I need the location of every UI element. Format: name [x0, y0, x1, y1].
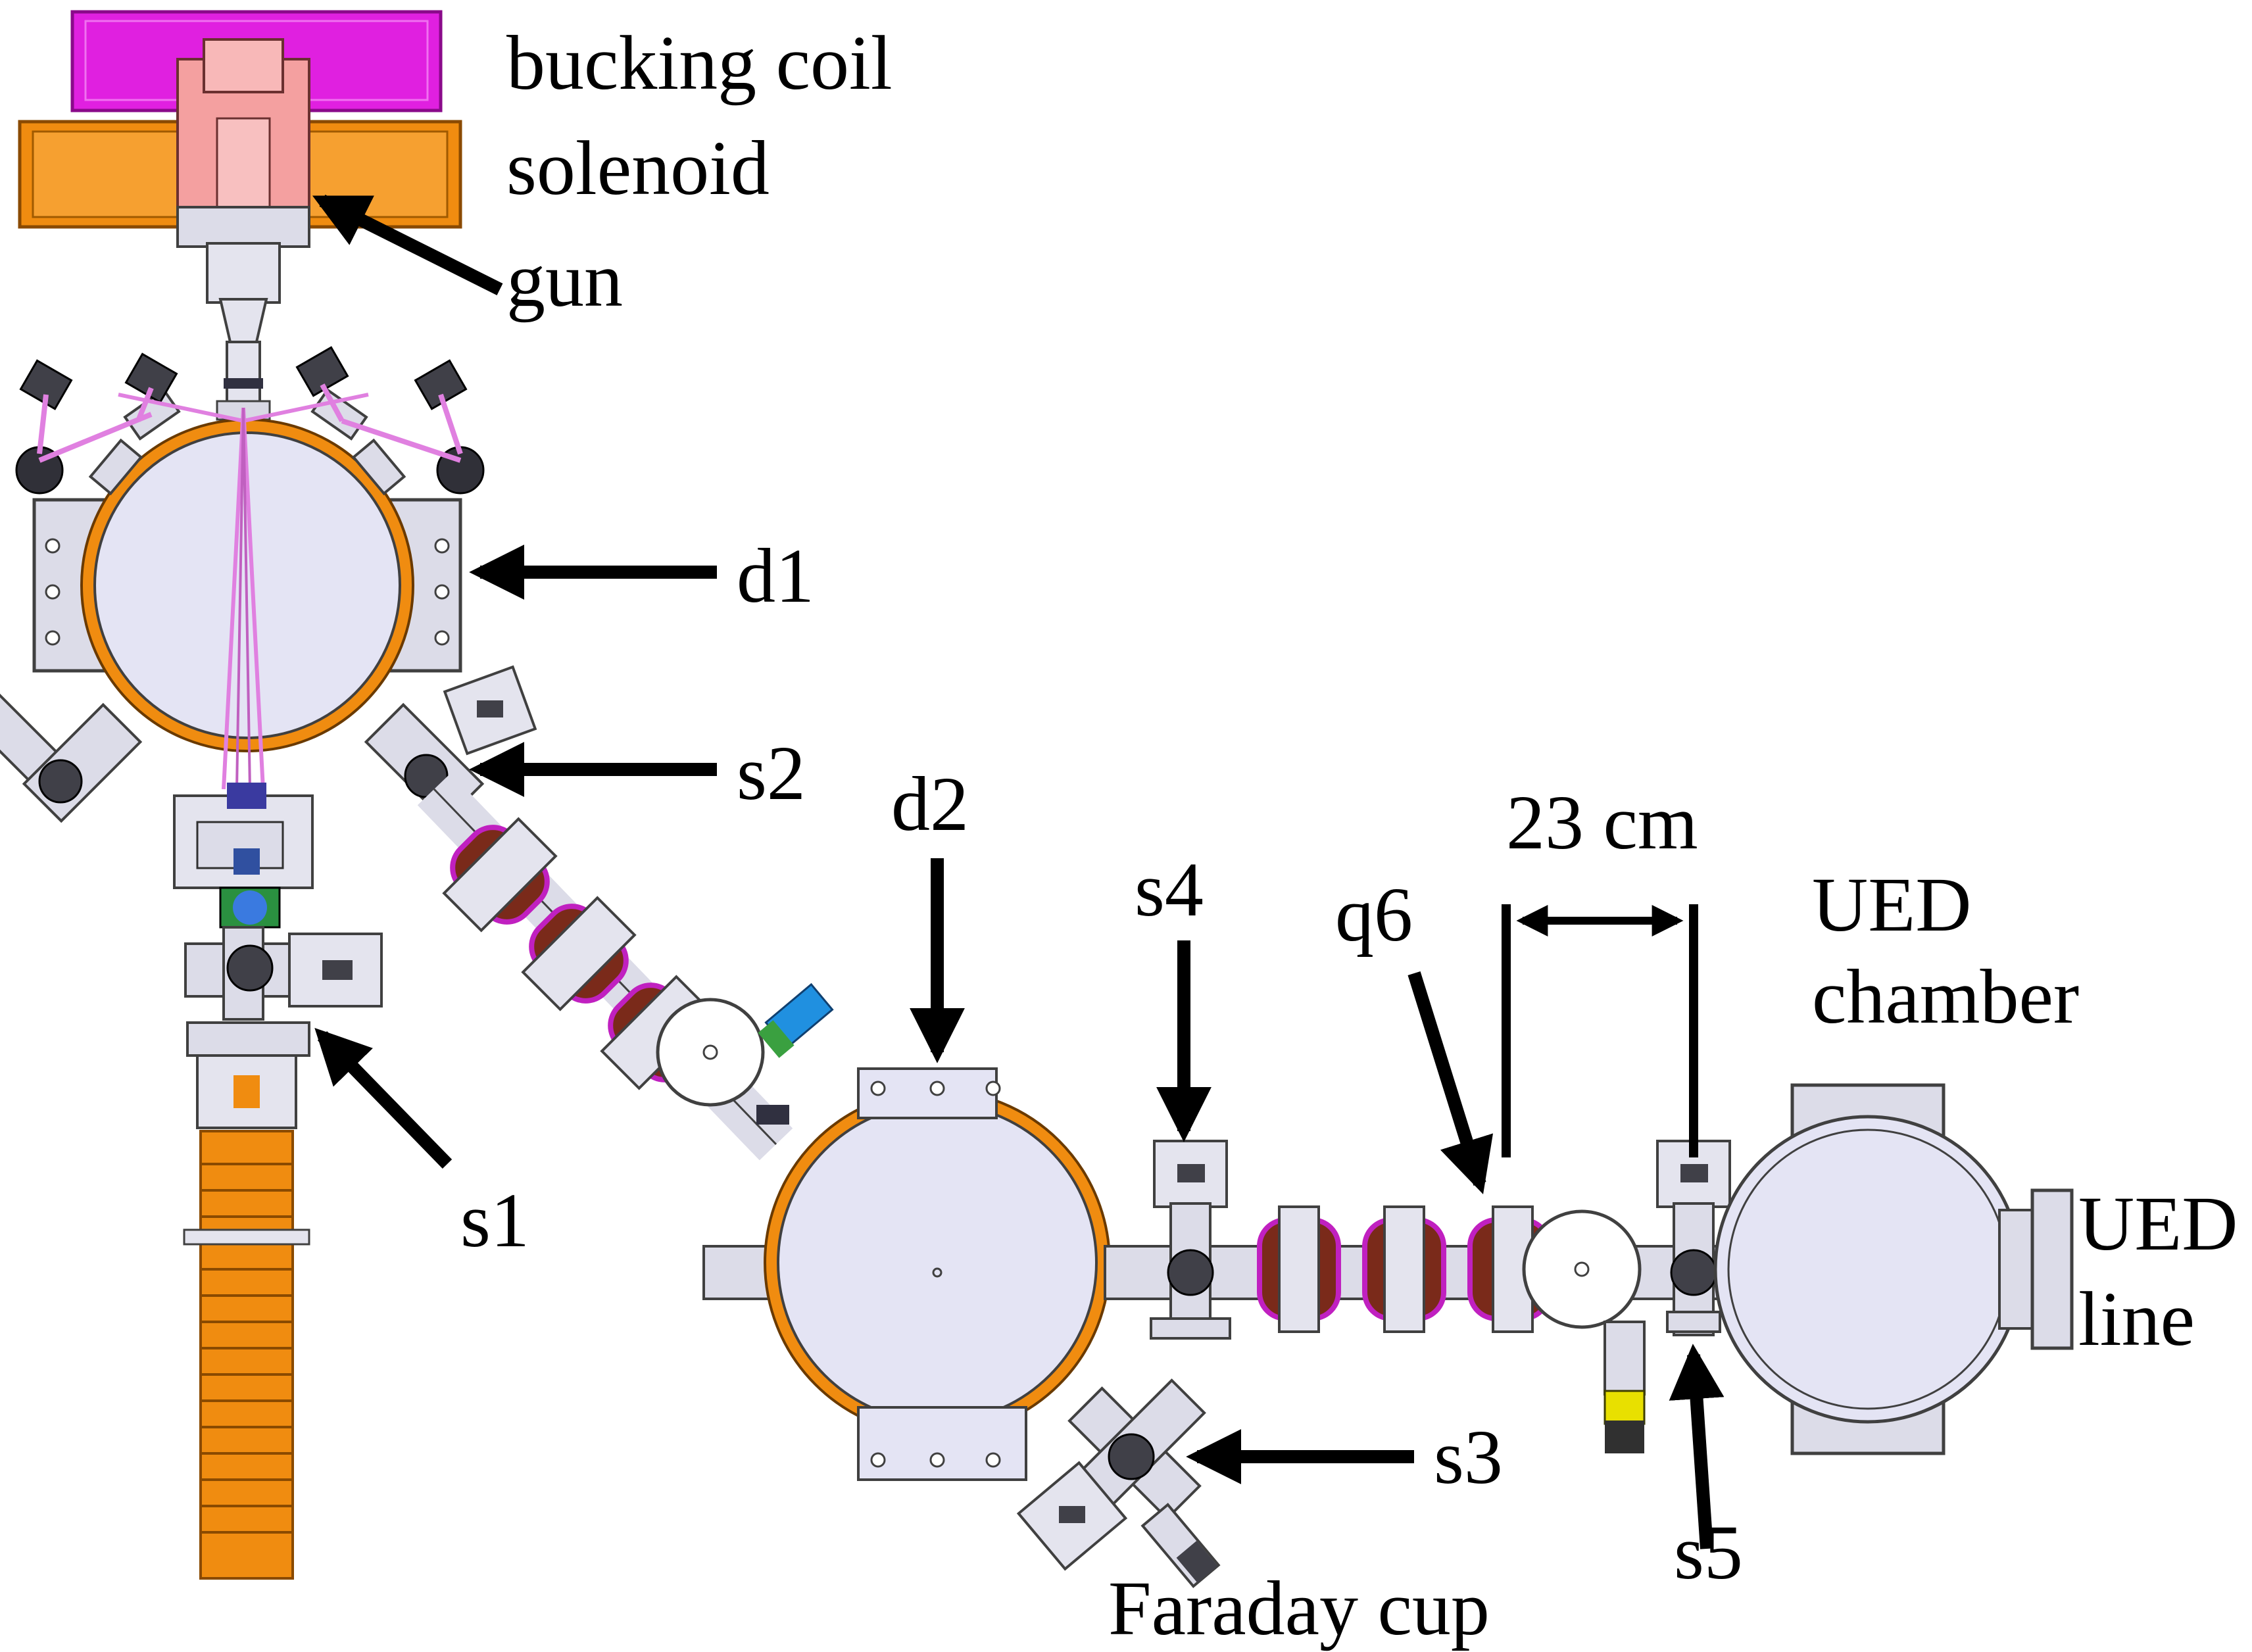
- label-s5: s5: [1674, 1509, 1743, 1595]
- d1-exit-flange: [173, 783, 314, 929]
- label-q6: q6: [1335, 871, 1413, 958]
- dipole-d2: [702, 1067, 1111, 1481]
- label-s1: s1: [460, 1177, 529, 1263]
- annotation-arrows: [312, 195, 1725, 1549]
- labels: bucking coil solenoid gun d1 s2 d2 s4 q6…: [460, 20, 2238, 1651]
- arrow-gun: [312, 195, 503, 295]
- label-gun: gun: [506, 237, 623, 323]
- label-d2: d2: [891, 761, 969, 847]
- electron-gun: [176, 38, 310, 442]
- quadrupole-q1: [442, 817, 558, 933]
- quadrupole-q2: [521, 896, 637, 1011]
- label-ued-chamber-1: UED: [1812, 862, 1972, 948]
- dump-line: [183, 1021, 310, 1580]
- d1-left-crosses: [0, 690, 143, 823]
- label-ued-line-2: line: [2078, 1276, 2195, 1362]
- solenoid: [18, 120, 462, 229]
- arrow-s5: [1669, 1344, 1725, 1549]
- label-ued-line-1: UED: [2078, 1180, 2238, 1267]
- label-bucking-coil: bucking coil: [506, 20, 893, 106]
- label-dimension: 23 cm: [1506, 779, 1698, 865]
- faraday-cup: [1140, 1503, 1221, 1588]
- screen-s3: [1016, 1378, 1206, 1571]
- ued-chamber: [1713, 1083, 2074, 1455]
- label-s4: s4: [1135, 846, 1204, 933]
- label-solenoid: solenoid: [506, 125, 770, 211]
- label-s2: s2: [737, 730, 806, 816]
- screen-s4: [1150, 1140, 1231, 1340]
- diagonal-pump-port: [656, 983, 834, 1125]
- quadrupole-q5: [1362, 1205, 1446, 1333]
- label-ued-chamber-2: chamber: [1812, 954, 2079, 1040]
- label-s3: s3: [1434, 1414, 1503, 1500]
- screen-s1: [184, 926, 383, 1021]
- label-faraday-cup: Faraday cup: [1108, 1565, 1490, 1651]
- screen-s5: [1656, 1140, 1731, 1336]
- pump-port: [1522, 1209, 1646, 1453]
- dimension-marker: [1502, 904, 1698, 1157]
- arrow-s1: [314, 1027, 453, 1169]
- arrow-q6: [1408, 971, 1494, 1195]
- quadrupole-q4: [1257, 1205, 1341, 1333]
- dipole-d1: [15, 346, 485, 790]
- label-d1: d1: [737, 533, 814, 619]
